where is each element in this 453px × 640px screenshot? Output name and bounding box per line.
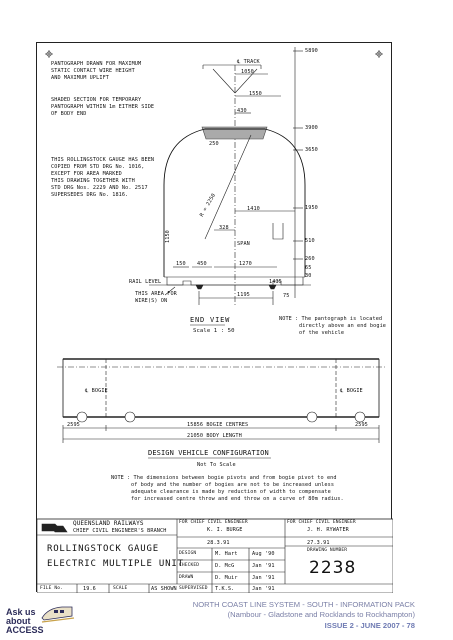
dim-1195: 1195 — [237, 292, 250, 298]
vehicle-config-title: DESIGN VEHICLE CONFIGURATION — [148, 449, 269, 457]
bogie-right-label: ℄ BOGIE — [340, 388, 363, 394]
dim-right-overhang: 2595 — [355, 422, 368, 428]
footer-line1: NORTH COAST LINE SYSTEM - SOUTH - INFORM… — [192, 600, 415, 609]
for-cce-label-right: FOR CHIEF CIVIL ENGINEER — [287, 520, 356, 525]
logo-line2: about — [6, 616, 31, 626]
shaded-note-line1: SHADED SECTION FOR TEMPORARY — [51, 97, 142, 103]
drawing-number-label: DRAWING NUMBER — [307, 548, 348, 553]
drawing-title-line2: ELECTRIC MULTIPLE UNIT — [47, 559, 184, 569]
dim-430: 430 — [237, 108, 247, 114]
gauge-note-line5: STD DRG Nos. 2229 AND No. 2517 — [51, 185, 148, 191]
train-logo-icon — [41, 606, 75, 623]
dim-30: 30 — [305, 273, 312, 279]
gauge-note-line1: THIS ROLLINGSTOCK GAUGE HAS BEEN — [51, 157, 155, 163]
row-drawn-date: Jan '91 — [252, 575, 275, 581]
gauge-note-line3: EXCEPT FOR AREA MARKED — [51, 171, 122, 177]
pantograph-note-line3: AND MAXIMUM UPLIFT — [51, 75, 110, 81]
dim-1050: 1050 — [241, 69, 254, 75]
file-label: FILE No. — [40, 586, 63, 591]
note-bottom-line3: adequate clearance is made by reduction … — [131, 489, 331, 495]
row-drawn-name: D. Muir — [215, 575, 238, 581]
note-bottom-line4: for increased centre throw and end throw… — [131, 496, 344, 502]
dim-1150: 1150 — [165, 230, 171, 243]
note-right-line3: of the vehicle — [299, 330, 345, 336]
dim-150: 150 — [176, 261, 186, 267]
dim-left-overhang: 2595 — [67, 422, 80, 428]
row-checked-name: D. McG — [215, 563, 235, 569]
ask-us-about-access-logo: Ask us about ACCESS — [6, 608, 44, 635]
note-bottom-line2: of body and the number of bogies are not… — [131, 482, 335, 488]
dim-450: 450 — [197, 261, 207, 267]
dim-65: 65 — [305, 265, 312, 271]
dim-1270: 1270 — [239, 261, 252, 267]
dim-260: 260 — [305, 256, 315, 262]
drawing-number: 2238 — [309, 558, 357, 578]
note-right-line2: directly above an end bogie — [299, 323, 387, 329]
dim-1410: 1410 — [247, 206, 260, 212]
track-label: ℄ TRACK — [237, 59, 260, 65]
rail-level-label: RAIL LEVEL — [129, 279, 162, 285]
drawing-sheet: PANTOGRAPH DRAWN FOR MAXIMUM STATIC CONT… — [36, 42, 393, 593]
row-checked-role: CHECKED — [179, 563, 200, 568]
logo-line1: Ask us — [6, 607, 36, 617]
body-length: 21050 BODY LENGTH — [187, 433, 242, 439]
row-drawn-role: DRAWN — [179, 575, 194, 580]
dim-75: 75 — [283, 293, 290, 299]
gauge-note-line4: THIS DRAWING TOGETHER WITH — [51, 178, 135, 184]
approved-name: K. I. BURGE — [207, 527, 243, 533]
logo-line3: ACCESS — [6, 625, 44, 635]
dim-1550: 1550 — [249, 91, 262, 97]
note-right-line1: NOTE : The pantograph is located — [279, 316, 383, 322]
dim-510: 510 — [305, 238, 315, 244]
wire-area-line1: THIS AREA FOR — [135, 291, 177, 297]
row-design-date: Aug '90 — [252, 551, 275, 557]
scale-label: SCALE — [113, 586, 128, 591]
dim-3900: 3900 — [305, 125, 318, 131]
shaded-note-line3: OF BODY END — [51, 111, 87, 117]
approved-date: 28.3.91 — [207, 540, 230, 546]
org-name: QUEENSLAND RAILWAYS — [73, 520, 144, 527]
note-bottom-line1: NOTE : The dimensions between bogie pivo… — [111, 475, 337, 481]
row-checked-date: Jan '91 — [252, 563, 275, 569]
wire-area-line2: WIRE(S) ON — [135, 298, 168, 304]
dim-328: 328 — [219, 225, 229, 231]
pantograph-note-line2: STATIC CONTACT WIRE HEIGHT — [51, 68, 135, 74]
dim-bogie-centres: 15856 BOGIE CENTRES — [187, 422, 249, 428]
row-supervised-name: T.K.S. — [215, 586, 235, 592]
gauge-note-line2: COPIED FROM STD DRG No. 1016, — [51, 164, 145, 170]
engineer-name: J. H. RYWATER — [307, 527, 349, 533]
span-label: SPAN — [237, 241, 250, 247]
dim-5890: 5890 — [305, 48, 318, 54]
drawing-title-line1: ROLLINGSTOCK GAUGE — [47, 544, 159, 554]
row-design-role: DESIGN — [179, 551, 197, 556]
file-value: 19.6 — [83, 586, 96, 592]
scale-value: AS SHOWN — [151, 586, 177, 592]
row-design-name: M. Hart — [215, 551, 238, 557]
row-supervised-role: SUPERVISED — [179, 586, 208, 591]
footer-line3: ISSUE 2 - JUNE 2007 - 78 — [324, 621, 415, 630]
engineer-date: 27.3.91 — [307, 540, 330, 546]
bogie-left-label: ℄ BOGIE — [85, 388, 108, 394]
dim-1435: 1435 — [269, 279, 282, 285]
shaded-note-line2: PANTOGRAPH WITHIN 1m EITHER SIDE — [51, 104, 155, 110]
dim-250: 250 — [209, 141, 219, 147]
org-branch: CHIEF CIVIL ENGINEER'S BRANCH — [73, 528, 167, 534]
drawing-linework — [37, 47, 393, 593]
row-supervised-date: Jan '91 — [252, 586, 275, 592]
end-view-scale: Scale 1 : 50 — [193, 328, 235, 334]
pantograph-note-line1: PANTOGRAPH DRAWN FOR MAXIMUM — [51, 61, 142, 67]
gauge-note-line6: SUPERSEDES DRG No. 1816. — [51, 192, 129, 198]
vehicle-config-scale: Not To Scale — [197, 462, 236, 468]
for-cce-label-left: FOR CHIEF CIVIL ENGINEER — [179, 520, 248, 525]
end-view-title: END VIEW — [190, 316, 231, 324]
footer-line2: (Nambour - Gladstone and Rocklands to Ro… — [227, 610, 415, 619]
dim-3650: 3650 — [305, 147, 318, 153]
dim-1950: 1950 — [305, 205, 318, 211]
page-footer: Ask us about ACCESS NORTH COAST LINE SYS… — [0, 598, 453, 640]
